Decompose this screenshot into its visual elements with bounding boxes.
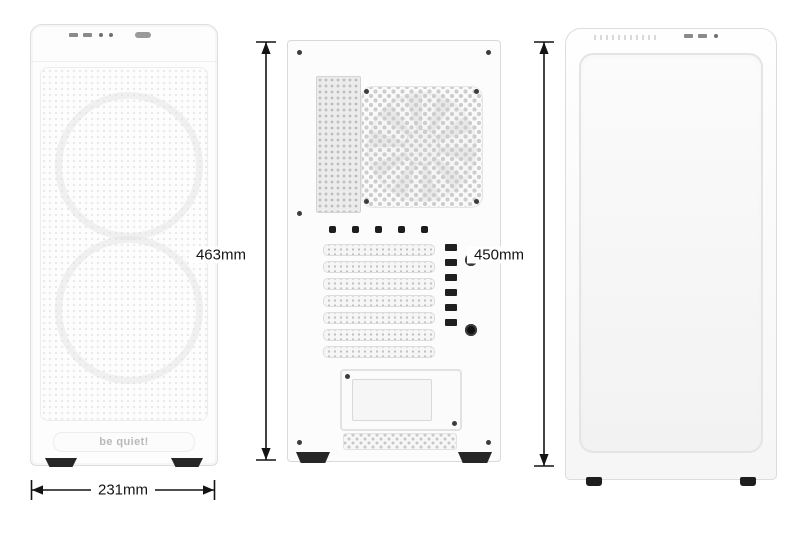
slot-cover	[323, 346, 435, 358]
rear-height-label: 463mm	[188, 246, 253, 264]
thumbscrew-row	[329, 226, 428, 233]
slot-latch-column	[445, 244, 457, 326]
usb-port-icon	[83, 33, 92, 37]
top-vent-slits	[594, 35, 660, 40]
front-fan-outline	[55, 236, 203, 384]
front-mesh-panel	[40, 67, 208, 421]
usb-port-icon	[698, 34, 707, 38]
thumbscrew-icon	[352, 226, 359, 233]
usb-port-icon	[69, 33, 78, 37]
logo-pill: be quiet!	[53, 432, 195, 452]
thumbscrew-knob-icon	[465, 324, 477, 336]
power-button-icon	[714, 34, 718, 38]
case-foot	[458, 452, 492, 463]
honeycomb-grille	[362, 87, 482, 207]
front-view: be quiet!	[30, 24, 218, 467]
screw-icon	[364, 89, 369, 94]
screw-icon	[345, 374, 350, 379]
case-foot	[45, 458, 77, 467]
screw-icon	[474, 89, 479, 94]
front-top-panel	[31, 25, 217, 62]
side-panel-seam	[579, 53, 763, 453]
rear-fan-grille	[361, 86, 483, 208]
case-foot	[171, 458, 203, 467]
thumbscrew-icon	[421, 226, 428, 233]
expansion-slot-covers	[323, 244, 435, 358]
expansion-slot-area	[321, 226, 477, 358]
slot-latch-icon	[445, 244, 457, 251]
mic-jack-icon	[109, 33, 113, 37]
front-width-label: 231mm	[90, 481, 156, 499]
front-fan-outline	[55, 92, 203, 240]
case-foot	[740, 477, 756, 486]
screw-icon	[486, 50, 491, 55]
slot-cover	[323, 244, 435, 256]
screw-icon	[364, 199, 369, 204]
side-height-dimension-line	[534, 41, 554, 467]
slot-cover	[323, 278, 435, 290]
side-height-label: 450mm	[466, 246, 531, 264]
slot-cover	[323, 312, 435, 324]
screw-icon	[297, 50, 302, 55]
case-foot	[296, 452, 330, 463]
thumbscrew-icon	[329, 226, 336, 233]
slot-latch-icon	[445, 259, 457, 266]
psu-bracket	[352, 379, 432, 421]
screw-icon	[297, 211, 302, 216]
thumbscrew-icon	[398, 226, 405, 233]
brand-logo: be quiet!	[99, 436, 149, 448]
screw-icon	[297, 440, 302, 445]
psu-mount-frame	[340, 369, 462, 431]
slot-latch-icon	[445, 274, 457, 281]
screw-icon	[474, 199, 479, 204]
rear-height-dimension-line	[256, 41, 276, 461]
usb-port-icon	[684, 34, 693, 38]
thumbscrew-icon	[375, 226, 382, 233]
power-button-icon	[135, 32, 151, 38]
rear-io-shield	[316, 76, 361, 213]
screw-icon	[452, 421, 457, 426]
slot-latch-icon	[445, 289, 457, 296]
screw-icon	[486, 440, 491, 445]
front-logo-strip: be quiet!	[31, 431, 217, 453]
slot-cover	[323, 295, 435, 307]
psu-vent-strip	[343, 433, 457, 450]
case-foot	[586, 477, 602, 486]
slot-cover	[323, 261, 435, 273]
slot-cover	[323, 329, 435, 341]
slot-latch-icon	[445, 319, 457, 326]
audio-jack-icon	[99, 33, 103, 37]
side-view	[565, 28, 777, 486]
rear-view	[287, 40, 501, 463]
slot-latch-icon	[445, 304, 457, 311]
